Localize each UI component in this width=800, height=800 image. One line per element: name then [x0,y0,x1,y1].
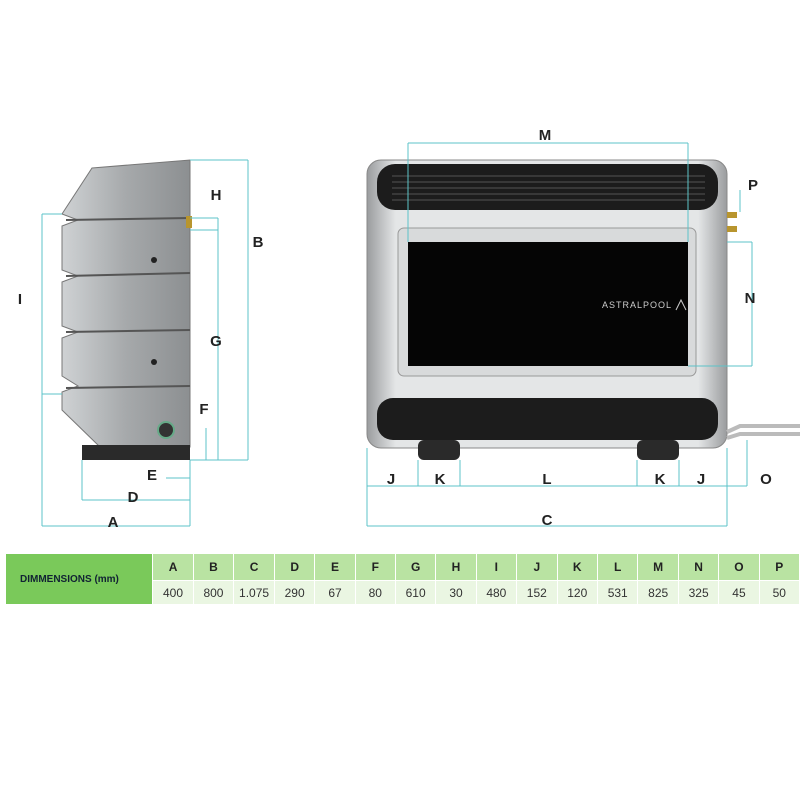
label-k: K [435,471,446,488]
label-j: J [387,471,395,488]
label-m: M [539,127,552,144]
dimension-value: 120 [556,580,598,605]
dimension-value: 610 [394,580,437,605]
column-header: I [475,553,518,581]
label-p: P [748,177,758,194]
column-header: C [233,553,275,581]
label-e: E [147,467,157,484]
label-k-2: K [655,471,666,488]
column-header: P [758,553,800,581]
dimension-value: 50 [758,580,800,605]
dimension-value: 67 [314,580,356,605]
column-header: N [677,553,720,581]
label-d: D [128,489,139,506]
column-header: L [596,553,639,581]
column-header: O [718,553,760,581]
dimension-value: 30 [435,580,477,605]
label-n: N [745,290,756,307]
dimension-value: 152 [516,580,558,605]
astralpool-logo: ASTRALPOOL [602,300,672,310]
dimension-value: 80 [354,580,396,605]
label-o: O [760,471,772,488]
dimension-value: 800 [192,580,235,605]
label-g: G [210,333,222,350]
technical-drawing: ASTRALPOOL M P H B I G N F E D A J K L [18,127,800,531]
front-view: ASTRALPOOL [366,159,800,460]
label-f: F [199,401,208,418]
column-header: A [152,553,194,581]
dimension-value: 45 [718,580,760,605]
label-i: I [18,291,22,308]
dimension-value: 480 [475,580,518,605]
dimension-value: 531 [596,580,639,605]
dimension-labels: M P H B I G N F E D A J K L K J O C [18,127,772,531]
label-h: H [211,187,222,204]
dimension-value: 290 [273,580,316,605]
label-l: L [542,471,551,488]
label-b: B [253,234,264,251]
column-header: J [516,553,558,581]
dimension-value: 1.075 [233,580,275,605]
column-header: K [556,553,598,581]
column-header: B [192,553,235,581]
column-header: F [354,553,396,581]
column-header: D [273,553,316,581]
column-header: G [394,553,437,581]
side-view [61,159,192,460]
column-header: E [314,553,356,581]
column-header: M [637,553,679,581]
label-c: C [542,512,553,529]
label-a: A [108,514,119,531]
label-j-2: J [697,471,705,488]
column-header: H [435,553,477,581]
table-title: DIMMENSIONS (mm) [4,553,154,605]
dimension-value: 825 [637,580,679,605]
dimension-lines [41,142,753,527]
dimension-value: 400 [152,580,194,605]
dimension-value: 325 [677,580,720,605]
